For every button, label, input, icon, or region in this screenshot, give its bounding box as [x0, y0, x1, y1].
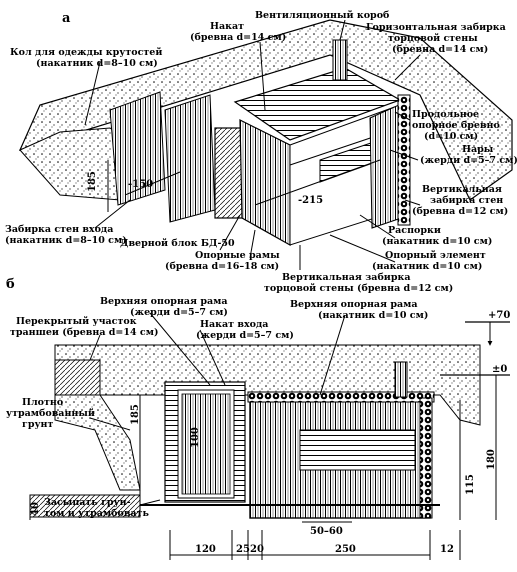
label-upper-frame-1: Верхняя опорная рама: [100, 296, 228, 307]
log-column: [397, 94, 411, 226]
label-endwall-2: торцовой стены (бревна d=12 см): [264, 283, 453, 294]
door-planks: [181, 393, 231, 495]
dim-b-180: 180: [486, 449, 497, 470]
label-entry-roof-1: Накат входа: [200, 319, 268, 330]
vent-pipe: [394, 361, 408, 398]
label-longit-2: опорное бревно: [412, 120, 500, 131]
dim-b-20: 20: [250, 544, 264, 555]
label-roof-1: Накат: [210, 21, 244, 32]
panel-b-letter: б: [6, 277, 15, 292]
label-support-2: (накатник d=10 см): [372, 261, 482, 272]
label-horiz-2: торцовой стены: [388, 33, 478, 44]
label-entry-2: (накатник d=8–10 см): [5, 235, 127, 246]
door-block: [214, 127, 244, 219]
label-horiz-1: Горизонтальная забирка: [366, 22, 506, 33]
label-entry-roof-2: (жерди d=5–7 см): [196, 330, 294, 341]
earth-mound: [18, 19, 513, 201]
dim-b-25: 25: [236, 544, 250, 555]
label-bunks-2: (жерди d=5–7 см): [420, 155, 517, 166]
label-trench-2: траншеи (бревна d=14 см): [10, 327, 158, 338]
label-fill-2: том и утрамбовать: [44, 508, 149, 519]
front-wall: [239, 119, 291, 247]
panel-b: б: [6, 277, 510, 560]
dim-b-120: 120: [195, 544, 216, 555]
label-soil-3: грунт: [22, 419, 53, 430]
label-trench-1: Перекрытый участок: [16, 316, 137, 327]
label-fill-1: Засыпать грун-: [44, 497, 131, 508]
label-stake-1: Кол для одежды крутостей: [10, 47, 162, 58]
label-vert-3: (бревна d=12 см): [412, 206, 508, 217]
dim-b-12: 12: [440, 544, 454, 555]
label-frames-1: Опорные рамы: [195, 250, 280, 261]
dim-a-185: 185: [87, 171, 98, 192]
label-frames-2: (бревна d=16–18 см): [165, 261, 279, 272]
entry-wall-left: [109, 91, 166, 206]
dim-b-40: 40: [30, 502, 41, 516]
chamber-roof-logs: [247, 391, 435, 403]
label-door: Дверной блок БД-50: [120, 238, 235, 249]
dim-b-plus70: +70: [488, 310, 510, 321]
label-upper-frame-2: (жерди d=5–7 см): [130, 307, 228, 318]
panel-a-letter: а: [62, 11, 71, 26]
label-longit-1: Продольное: [412, 109, 479, 120]
label-roof-2: (бревна d=14 см): [190, 32, 286, 43]
label-stake-2: (накатник d=8–10 см): [36, 58, 158, 69]
dim-b-100: 100: [190, 427, 201, 448]
chamber-bunks: [299, 429, 416, 471]
label-bunks-1: Нары: [462, 144, 494, 155]
dim-b-115: 115: [465, 474, 476, 495]
dim-a-215: -215: [298, 195, 323, 206]
label-longit-3: (d=10 см): [424, 131, 478, 142]
dim-b-250: 250: [335, 544, 356, 555]
label-struts-2: (накатник d=10 см): [382, 236, 492, 247]
label-support-1: Опорный элемент: [385, 250, 486, 261]
dim-b-5060: 50–60: [310, 526, 343, 537]
entry-slope-soil: [54, 394, 141, 491]
trench-covering: [54, 359, 101, 396]
label-struts-1: Распорки: [388, 225, 441, 236]
ventilation-box: [332, 39, 348, 81]
label-vert-1: Вертикальная: [422, 184, 502, 195]
label-endwall-1: Вертикальная забирка: [282, 272, 411, 283]
label-vert-2: забирка стен: [430, 195, 503, 206]
label-upper-frame2-1: Верхняя опорная рама: [290, 299, 418, 310]
label-horiz-3: (бревна d=14 см): [392, 44, 488, 55]
dim-b-plus0: ±0: [492, 364, 507, 375]
label-entry-1: Забирка стен входа: [5, 224, 113, 235]
dim-a-150: -150: [128, 179, 153, 190]
label-upper-frame2-2: (накатник d=10 см): [318, 310, 428, 321]
panel-a: а: [5, 10, 517, 294]
chamber-end-logs: [419, 397, 433, 519]
label-ventbox: Вентиляционный короб: [255, 10, 389, 21]
label-soil-1: Плотно: [22, 397, 63, 408]
entry-wall-right: [164, 94, 216, 223]
dim-b-185: 185: [130, 404, 141, 425]
label-soil-2: утрамбованный: [6, 408, 95, 419]
